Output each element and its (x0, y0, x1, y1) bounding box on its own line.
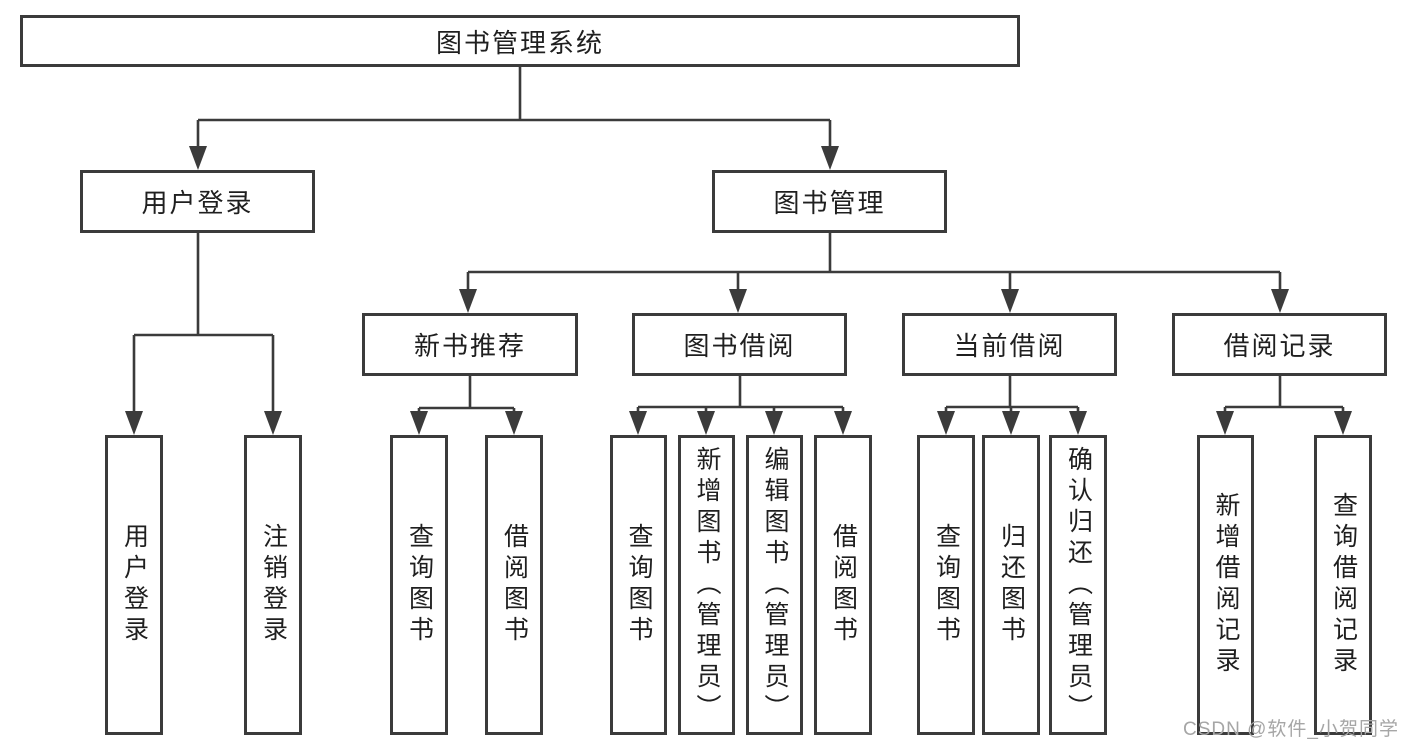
leaf-return-book: 归还图书 (982, 435, 1040, 735)
leaf-query-books-current: 查询图书 (917, 435, 975, 735)
arrowhead (729, 289, 747, 313)
leaf-borrow-books-recommend: 借阅图书 (485, 435, 543, 735)
connector-book-management (466, 233, 1282, 292)
arrowhead (765, 411, 783, 435)
connector-user-login (132, 233, 275, 414)
node-book-management: 图书管理 (712, 170, 947, 233)
arrowhead (459, 289, 477, 313)
node-book-borrow: 图书借阅 (632, 313, 847, 376)
leaf-query-books-recommend: 查询图书 (390, 435, 448, 735)
arrowhead (1002, 411, 1020, 435)
connector-current-borrow (944, 376, 1080, 414)
arrowhead (1069, 411, 1087, 435)
leaf-add-book-admin: 新增图书（管理员） (678, 435, 735, 735)
arrowhead (1001, 289, 1019, 313)
leaf-query-borrow-record: 查询借阅记录 (1314, 435, 1372, 735)
leaf-query-books-borrow: 查询图书 (610, 435, 667, 735)
watermark: CSDN @软件_小贺同学 (1183, 719, 1399, 740)
connector-borrow-records (1223, 376, 1345, 414)
arrowhead (1271, 289, 1289, 313)
node-new-book-recommend: 新书推荐 (362, 313, 578, 376)
leaf-user-login: 用户登录 (105, 435, 163, 735)
arrowhead (1334, 411, 1352, 435)
arrowhead (264, 411, 282, 435)
connector-new-book (417, 376, 516, 414)
node-current-borrow: 当前借阅 (902, 313, 1117, 376)
arrowhead (697, 411, 715, 435)
leaf-confirm-return-admin: 确认归还（管理员） (1049, 435, 1107, 735)
leaf-logout: 注销登录 (244, 435, 302, 735)
arrowhead (937, 411, 955, 435)
arrowhead (505, 411, 523, 435)
connector-book-borrow (636, 376, 845, 414)
node-library-system: 图书管理系统 (20, 15, 1020, 67)
arrowhead (189, 146, 207, 170)
arrowhead (821, 146, 839, 170)
arrowhead (410, 411, 428, 435)
leaf-borrow-books: 借阅图书 (814, 435, 872, 735)
node-borrow-records: 借阅记录 (1172, 313, 1387, 376)
node-user-login: 用户登录 (80, 170, 315, 233)
leaf-edit-book-admin: 编辑图书（管理员） (746, 435, 803, 735)
arrowhead (1216, 411, 1234, 435)
leaf-add-borrow-record: 新增借阅记录 (1197, 435, 1254, 735)
arrowhead (834, 411, 852, 435)
arrowhead (125, 411, 143, 435)
connector-root (196, 67, 832, 150)
arrowhead (629, 411, 647, 435)
